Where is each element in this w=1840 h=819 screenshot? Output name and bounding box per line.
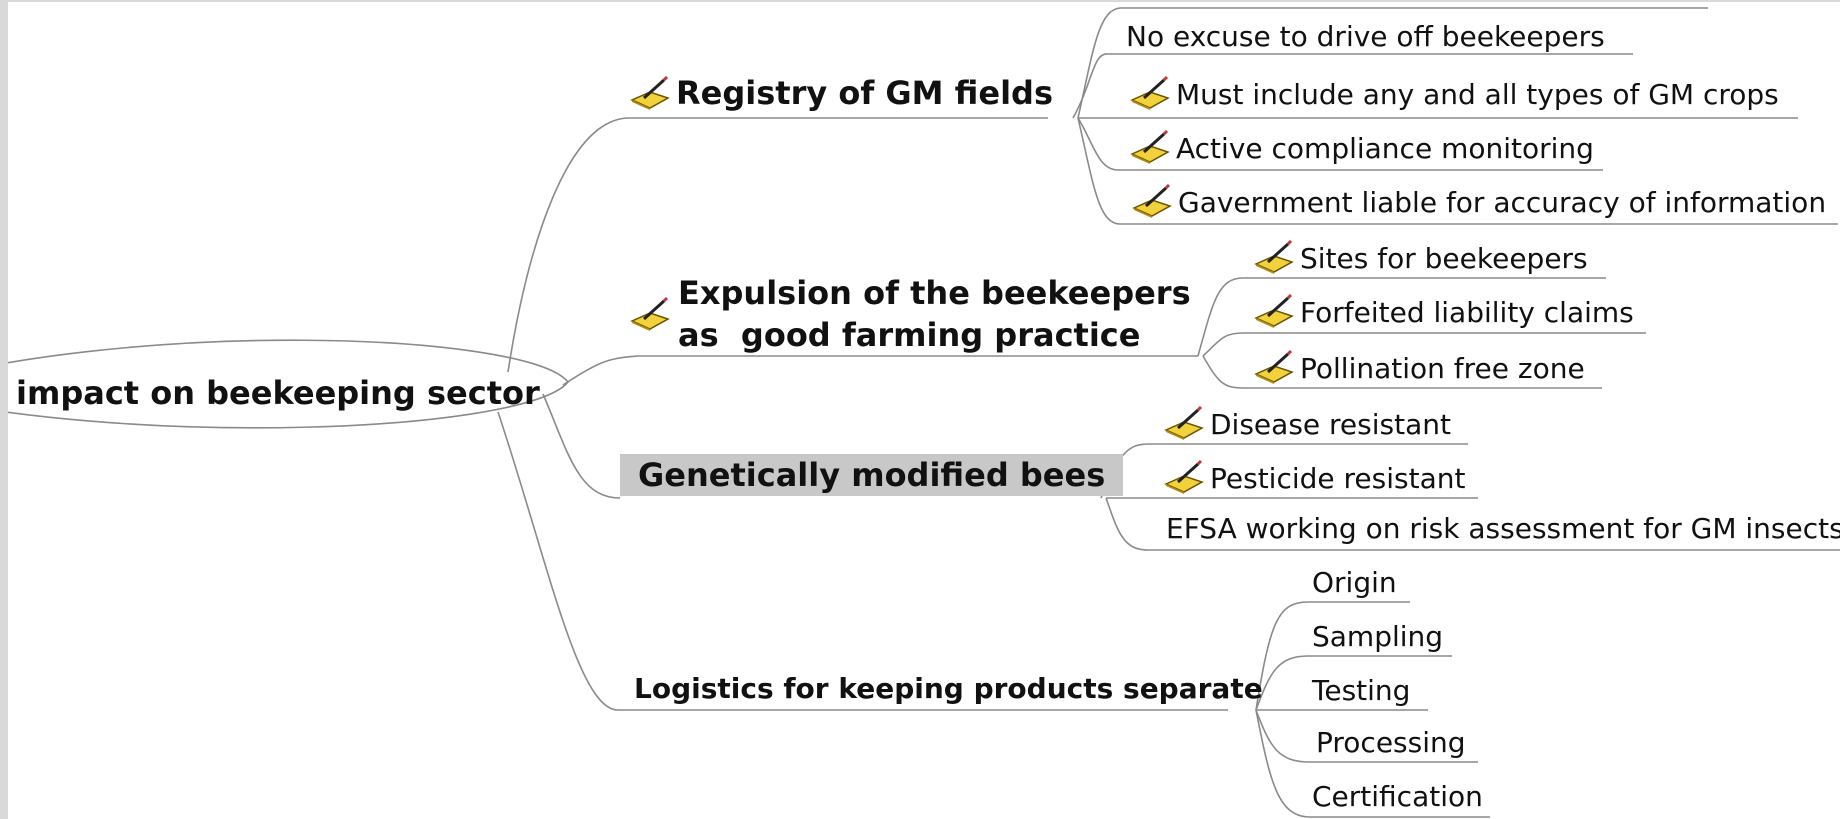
pencil-notepad-icon [1130,130,1170,164]
edge-registry-top [1077,7,1708,119]
logistics-child-origin-label: Origin [1312,566,1397,599]
root-node[interactable]: impact on beekeeping sector [16,374,540,412]
branch-logistics-label: Logistics for keeping products separate [634,672,1263,705]
mind-map-edges [8,7,1840,818]
branch-registry-label: Registry of GM fields [676,74,1053,112]
edge-expulsion-child-2 [1202,332,1646,357]
pencil-notepad-icon [1132,184,1172,218]
registry-child-no-excuse-label: No excuse to drive off beekeepers [1126,20,1605,53]
logistics-child-processing[interactable]: Processing [1316,726,1466,759]
registry-child-no-excuse[interactable]: No excuse to drive off beekeepers [1126,20,1605,53]
edge-registry-child-3 [1077,117,1603,171]
logistics-child-testing[interactable]: Testing [1312,674,1410,707]
registry-child-must-include-label: Must include any and all types of GM cro… [1176,78,1779,111]
pencil-notepad-icon [1164,406,1204,440]
edge-gmbees-child-3 [1105,497,1840,551]
edge-expulsion-child-3 [1202,355,1602,389]
branch-gm-bees-label: Genetically modified bees [638,456,1106,494]
registry-child-must-include[interactable]: Must include any and all types of GM cro… [1130,76,1779,111]
pencil-notepad-icon [630,297,670,331]
edge-registry-child-4 [1077,117,1838,225]
branch-registry[interactable]: Registry of GM fields [630,74,1053,112]
logistics-child-origin[interactable]: Origin [1312,566,1397,599]
edge-expulsion-child-1 [1197,277,1606,357]
registry-child-liable-label: Gavernment liable for accuracy of inform… [1178,186,1827,219]
logistics-child-processing-label: Processing [1316,726,1466,759]
pencil-notepad-icon [630,76,670,110]
pencil-notepad-icon [1254,240,1294,274]
gmbees-child-efsa-label: EFSA working on risk assessment for GM i… [1166,512,1840,545]
gmbees-child-pesticide-label: Pesticide resistant [1210,462,1466,495]
edge-root-gm-bees [542,393,621,499]
pencil-notepad-icon [1254,294,1294,328]
expulsion-child-pollination[interactable]: Pollination free zone [1254,350,1585,385]
edge-logistics-child-5 [1255,709,1490,818]
edge-logistics-child-4 [1255,709,1478,763]
edge-logistics-child-1 [1255,601,1410,711]
pencil-notepad-icon [1254,350,1294,384]
registry-child-liable[interactable]: Gavernment liable for accuracy of inform… [1132,184,1826,219]
logistics-child-certification-label: Certification [1312,780,1483,813]
edge-logistics-child-2 [1255,655,1452,711]
logistics-child-testing-label: Testing [1312,674,1411,707]
edge-registry-child-1 [1072,53,1633,119]
branch-expulsion[interactable]: Expulsion of the beekeepers as good farm… [630,272,1191,356]
pencil-notepad-icon [1130,76,1170,110]
expulsion-child-sites-label: Sites for beekeepers [1300,242,1588,275]
gmbees-child-disease[interactable]: Disease resistant [1164,406,1451,441]
gmbees-child-disease-label: Disease resistant [1210,408,1451,441]
edge-root-logistics [497,411,1228,711]
logistics-child-certification[interactable]: Certification [1312,780,1483,813]
registry-child-compliance[interactable]: Active compliance monitoring [1130,130,1594,165]
branch-expulsion-label-line1: Expulsion of the beekeepers [678,274,1191,312]
expulsion-child-forfeited-label: Forfeited liability claims [1300,296,1634,329]
registry-child-compliance-label: Active compliance monitoring [1176,132,1594,165]
edge-root-expulsion [562,355,1198,386]
expulsion-child-pollination-label: Pollination free zone [1300,352,1585,385]
pencil-notepad-icon [1164,460,1204,494]
expulsion-child-sites[interactable]: Sites for beekeepers [1254,240,1588,275]
gmbees-child-pesticide[interactable]: Pesticide resistant [1164,460,1465,495]
branch-expulsion-label-line2: as good farming practice [678,316,1141,354]
expulsion-child-forfeited[interactable]: Forfeited liability claims [1254,294,1634,329]
logistics-child-sampling-label: Sampling [1312,620,1444,653]
gmbees-child-efsa[interactable]: EFSA working on risk assessment for GM i… [1166,512,1840,545]
edge-root-registry [507,117,1048,373]
branch-logistics[interactable]: Logistics for keeping products separate [634,672,1263,705]
logistics-child-sampling[interactable]: Sampling [1312,620,1443,653]
branch-gm-bees[interactable]: Genetically modified bees [620,454,1124,496]
